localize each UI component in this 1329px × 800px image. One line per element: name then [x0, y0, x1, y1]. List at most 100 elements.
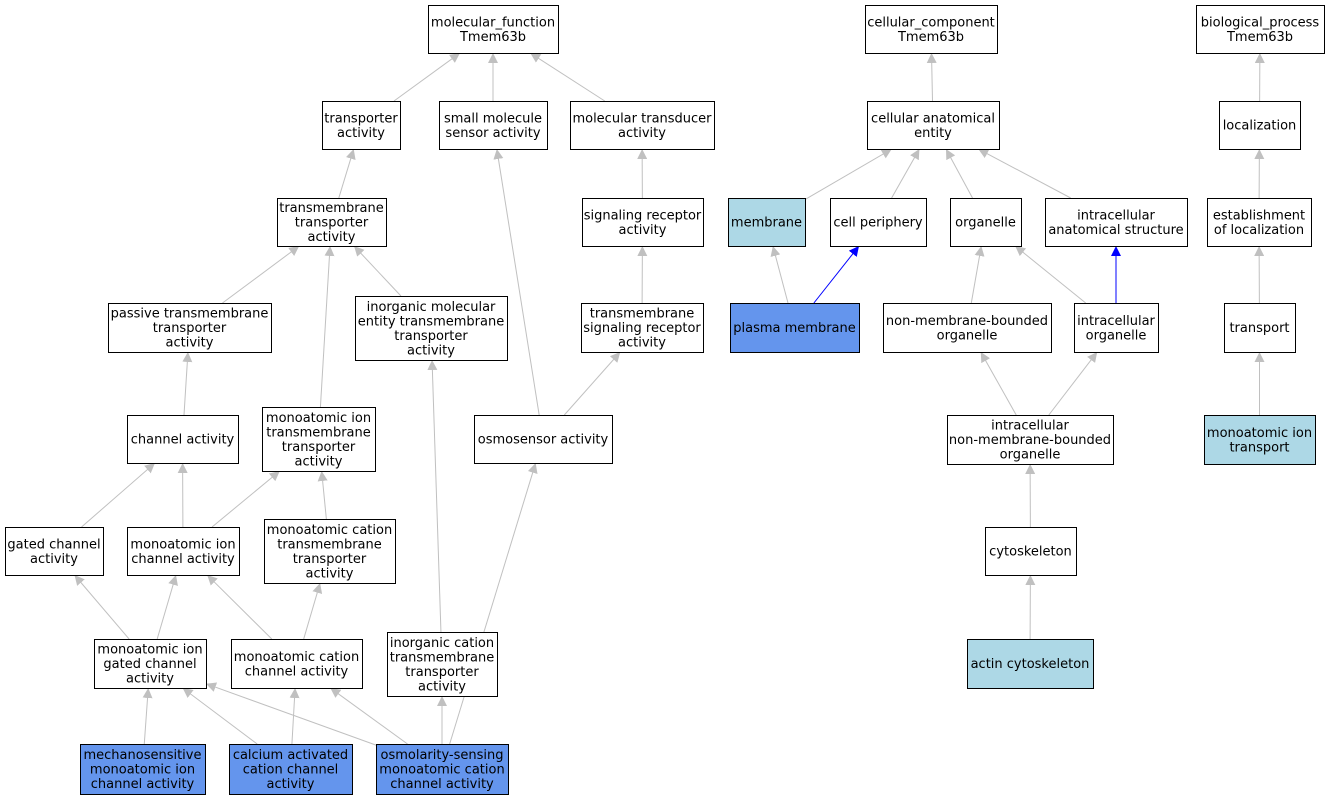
edge-calcium_activated-to-mono_ion_gated [182, 688, 258, 745]
edge-mol_transducer-to-mf_root [530, 53, 606, 102]
node-box [355, 296, 508, 361]
node-label-line: biological_process [1201, 15, 1320, 30]
edge-tm_transporter-to-transporter [338, 148, 356, 199]
node-label-line: sensor activity [445, 126, 540, 141]
go-term-node-intracell-non-mem[interactable]: intracellularnon-membrane-boundedorganel… [947, 415, 1114, 465]
go-term-node-channel[interactable]: channel activity [127, 415, 239, 464]
edge-mechanosensitive-to-mono_ion_gated [142, 688, 153, 745]
node-label-line: channel activity [91, 777, 195, 792]
node-label-line: Tmem63b [1226, 30, 1293, 45]
go-term-node-mono-ion-tm[interactable]: monoatomic iontransmembranetransporterac… [262, 407, 376, 472]
node-box [277, 198, 387, 247]
node-label-line: transporter [295, 216, 369, 231]
node-label-line: cellular_component [867, 15, 995, 30]
node-label-line: entity [914, 126, 952, 141]
node-label-line: monoatomic ion [1207, 426, 1312, 441]
edge-channel-to-passive_tm [182, 352, 193, 416]
go-term-node-membrane[interactable]: membrane [728, 198, 806, 247]
node-label-line: activity [308, 230, 356, 245]
node-label-line: transporter [282, 440, 356, 455]
node-box [474, 415, 613, 464]
edge-cell_periphery-to-cell_anat_entity [891, 148, 920, 199]
node-label-line: intracellular [1077, 314, 1155, 329]
node-label-line: activity [618, 126, 666, 141]
node-label-line: transmembrane [590, 307, 695, 322]
node-label-line: channel activity [245, 664, 349, 679]
node-box [730, 303, 860, 353]
node-box [80, 744, 206, 795]
node-box [1045, 198, 1188, 247]
node-label-line: monoatomic ion [266, 411, 371, 426]
node-box [376, 744, 509, 795]
edge-cell_anat_entity-to-cc_root [926, 52, 937, 102]
node-box [231, 639, 363, 689]
go-term-node-mono-cation-tm[interactable]: monoatomic cationtransmembranetransporte… [264, 519, 396, 584]
node-label-line: transmembrane [390, 650, 495, 665]
node-label-line: of localization [1214, 223, 1304, 238]
go-term-node-localization[interactable]: localization [1219, 101, 1301, 150]
go-term-node-transport[interactable]: transport [1224, 303, 1296, 353]
node-box [94, 639, 207, 689]
node-box [865, 5, 998, 54]
node-label-line: cation channel [243, 763, 339, 778]
go-term-node-osmosensor[interactable]: osmosensor activity [474, 415, 613, 464]
edge-inorg_cation_tm-to-inorg_mol_tm [427, 359, 442, 633]
node-label-line: inorganic molecular [367, 300, 496, 315]
node-box [5, 527, 104, 576]
node-label-line: transporter [394, 329, 468, 344]
edge-mono_cation_channel-to-mono_cation_tm [303, 583, 323, 640]
node-box [1204, 415, 1316, 465]
go-term-node-organelle[interactable]: organelle [950, 198, 1022, 247]
node-label-line: activity [267, 777, 315, 792]
node-box [428, 5, 559, 54]
node-label-line: activity [166, 336, 214, 351]
node-label-line: plasma membrane [733, 321, 856, 336]
node-box [582, 198, 704, 247]
node-label-line: activity [295, 454, 343, 469]
edge-inorg_mol_tm-to-tm_transporter [354, 246, 402, 297]
go-term-node-cell-periphery[interactable]: cell periphery [830, 198, 927, 247]
edge-mono_ion_tm-to-tm_transporter [319, 246, 335, 408]
node-label-line: activity [337, 126, 385, 141]
node-box [950, 198, 1022, 247]
go-term-node-plasma-membrane[interactable]: plasma membrane [730, 303, 860, 353]
node-box [322, 101, 401, 150]
go-term-node-cytoskeleton[interactable]: cytoskeleton [985, 527, 1077, 576]
node-box [229, 744, 353, 795]
edge-mono_ion_channel-to-mono_ion_tm [211, 471, 280, 528]
edges-layer [74, 52, 1265, 746]
node-label-line: actin cytoskeleton [971, 657, 1090, 672]
node-label-line: cellular anatomical [871, 111, 995, 126]
edge-mono_cation_channel-to-mono_ion_channel [207, 575, 273, 640]
node-label-line: monoatomic ion [130, 537, 235, 552]
edge-membrane-to-cell_anat_entity [804, 149, 892, 201]
go-term-node-actin-cytoskeleton[interactable]: actin cytoskeleton [967, 639, 1094, 689]
go-term-node-inorg-cation-tm[interactable]: inorganic cationtransmembranetransporter… [387, 632, 498, 697]
edge-intracell_organelle-to-organelle [1015, 245, 1087, 304]
node-label-line: channel activity [131, 433, 235, 448]
